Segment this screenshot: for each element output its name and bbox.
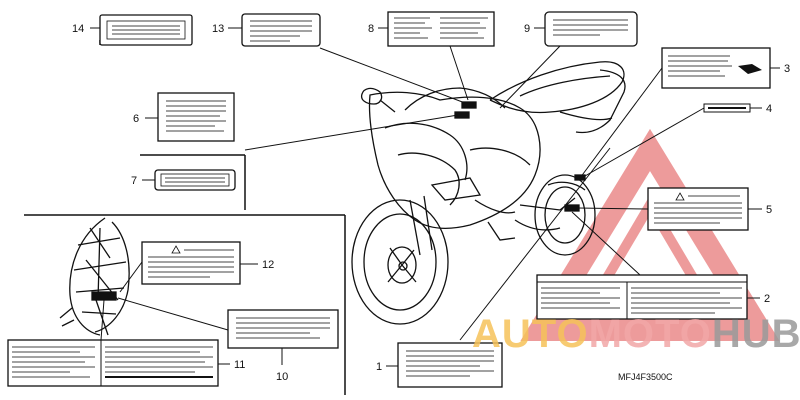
callout-3: 3 xyxy=(784,63,790,75)
label-5-box xyxy=(647,187,749,231)
watermark-auto: AUTOMOTOHUB xyxy=(472,312,800,356)
callout-14: 14 xyxy=(72,23,84,35)
watermark-hub-text: HUB xyxy=(712,312,800,356)
callout-12: 12 xyxy=(262,259,274,271)
watermark-auto-text: AUTO xyxy=(472,312,589,356)
part-code: MFJ4F3500C xyxy=(618,372,673,382)
section-dividers xyxy=(24,40,346,395)
inset-detail-illustration xyxy=(59,217,130,336)
callout-10: 10 xyxy=(276,371,288,383)
label-4-box xyxy=(703,103,751,113)
leader-lines xyxy=(90,27,780,367)
label-12-box xyxy=(141,241,241,285)
callout-11: 11 xyxy=(234,359,245,371)
label-3-box xyxy=(661,47,771,89)
motorcycle-illustration xyxy=(351,61,626,325)
label-8-box xyxy=(387,11,495,47)
label-14-box xyxy=(99,14,193,46)
callout-6: 6 xyxy=(133,113,139,125)
callout-2: 2 xyxy=(764,293,770,305)
label-11-box xyxy=(7,339,219,387)
label-10-box xyxy=(227,309,339,349)
label-13-box xyxy=(241,13,321,47)
label-2-box xyxy=(536,274,748,320)
automotohub-watermark: AUTOMOTOHUB xyxy=(472,312,800,356)
label-9-box xyxy=(544,11,638,47)
label-1-box xyxy=(397,342,503,388)
callout-8: 8 xyxy=(368,23,374,35)
callout-1: 1 xyxy=(376,361,382,373)
callout-numbers: 14 13 8 9 3 4 6 7 5 12 2 10 11 1 MFJ4F35… xyxy=(72,23,790,383)
callout-7: 7 xyxy=(131,175,137,187)
watermark-moto-text: MOTO xyxy=(589,312,712,356)
label-6-box xyxy=(157,92,235,142)
callout-9: 9 xyxy=(524,23,530,35)
label-7-box xyxy=(154,169,236,191)
callout-13: 13 xyxy=(212,23,224,35)
callout-5: 5 xyxy=(766,204,772,216)
callout-4: 4 xyxy=(766,103,772,115)
